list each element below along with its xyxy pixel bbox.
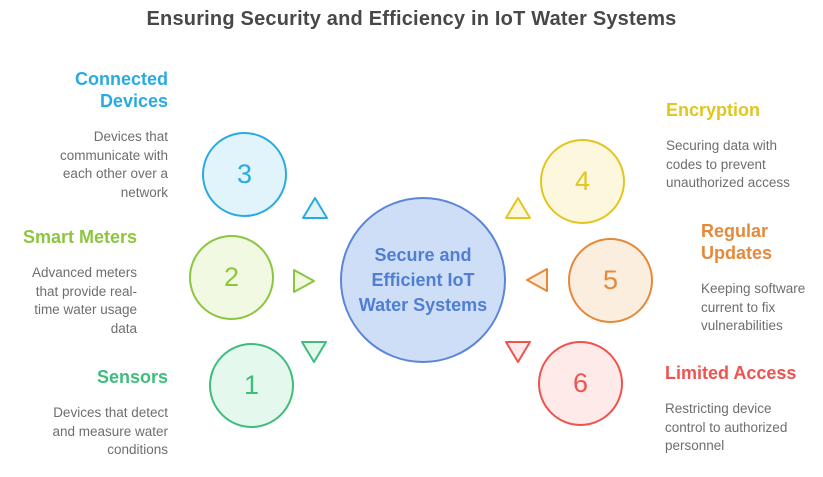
node-circle-5: 5 [568,238,653,323]
node-circle-3: 3 [202,132,287,217]
node-circle-2: 2 [189,235,274,320]
node-number-2: 2 [223,262,240,292]
node-3-description: Devices that communicate with each other… [59,129,168,200]
node-number-4: 4 [574,166,591,196]
node-2-arrow-right-icon [293,269,315,293]
node-number-5: 5 [602,265,619,295]
node-circle-6: 6 [538,341,623,426]
center-node-label: Secure and Efficient IoT Water Systems [358,244,488,315]
node-6-label: Limited Access Restricting device contro… [665,362,823,456]
node-number-3: 3 [236,159,253,189]
node-5-label: Regular Updates Keeping software current… [701,220,823,336]
node-3-heading: Connected Devices [74,69,168,111]
node-6-description: Restricting device control to authorized… [665,401,788,453]
node-1-arrow-down-icon [301,341,327,363]
node-4-label: Encryption Securing data with codes to p… [666,99,823,193]
center-node: Secure and Efficient IoT Water Systems [340,197,506,363]
node-5-arrow-left-icon [526,268,548,292]
node-number-1: 1 [243,370,260,400]
node-1-label: Sensors Devices that detect and measure … [0,366,168,460]
node-1-heading: Sensors [96,367,168,387]
node-6-heading: Limited Access [665,363,797,383]
diagram-title: Ensuring Security and Efficiency in IoT … [146,8,677,30]
node-5-description: Keeping software current to fix vulnerab… [701,281,806,333]
node-2-heading: Smart Meters [22,227,137,247]
node-2-label: Smart Meters Advanced meters that provid… [0,226,137,338]
node-6-arrow-down-icon [505,341,531,363]
node-5-heading: Regular Updates [701,221,773,263]
node-4-arrow-up-icon [505,197,531,219]
node-circle-1: 1 [209,343,294,428]
node-3-label: Connected Devices Devices that communica… [0,68,168,202]
node-number-6: 6 [572,368,589,398]
node-4-heading: Encryption [666,100,761,120]
node-4-description: Securing data with codes to prevent unau… [666,138,790,190]
node-3-arrow-up-icon [302,197,328,219]
node-1-description: Devices that detect and measure water co… [52,405,168,457]
node-circle-4: 4 [540,139,625,224]
node-2-description: Advanced meters that provide real- time … [31,265,137,336]
